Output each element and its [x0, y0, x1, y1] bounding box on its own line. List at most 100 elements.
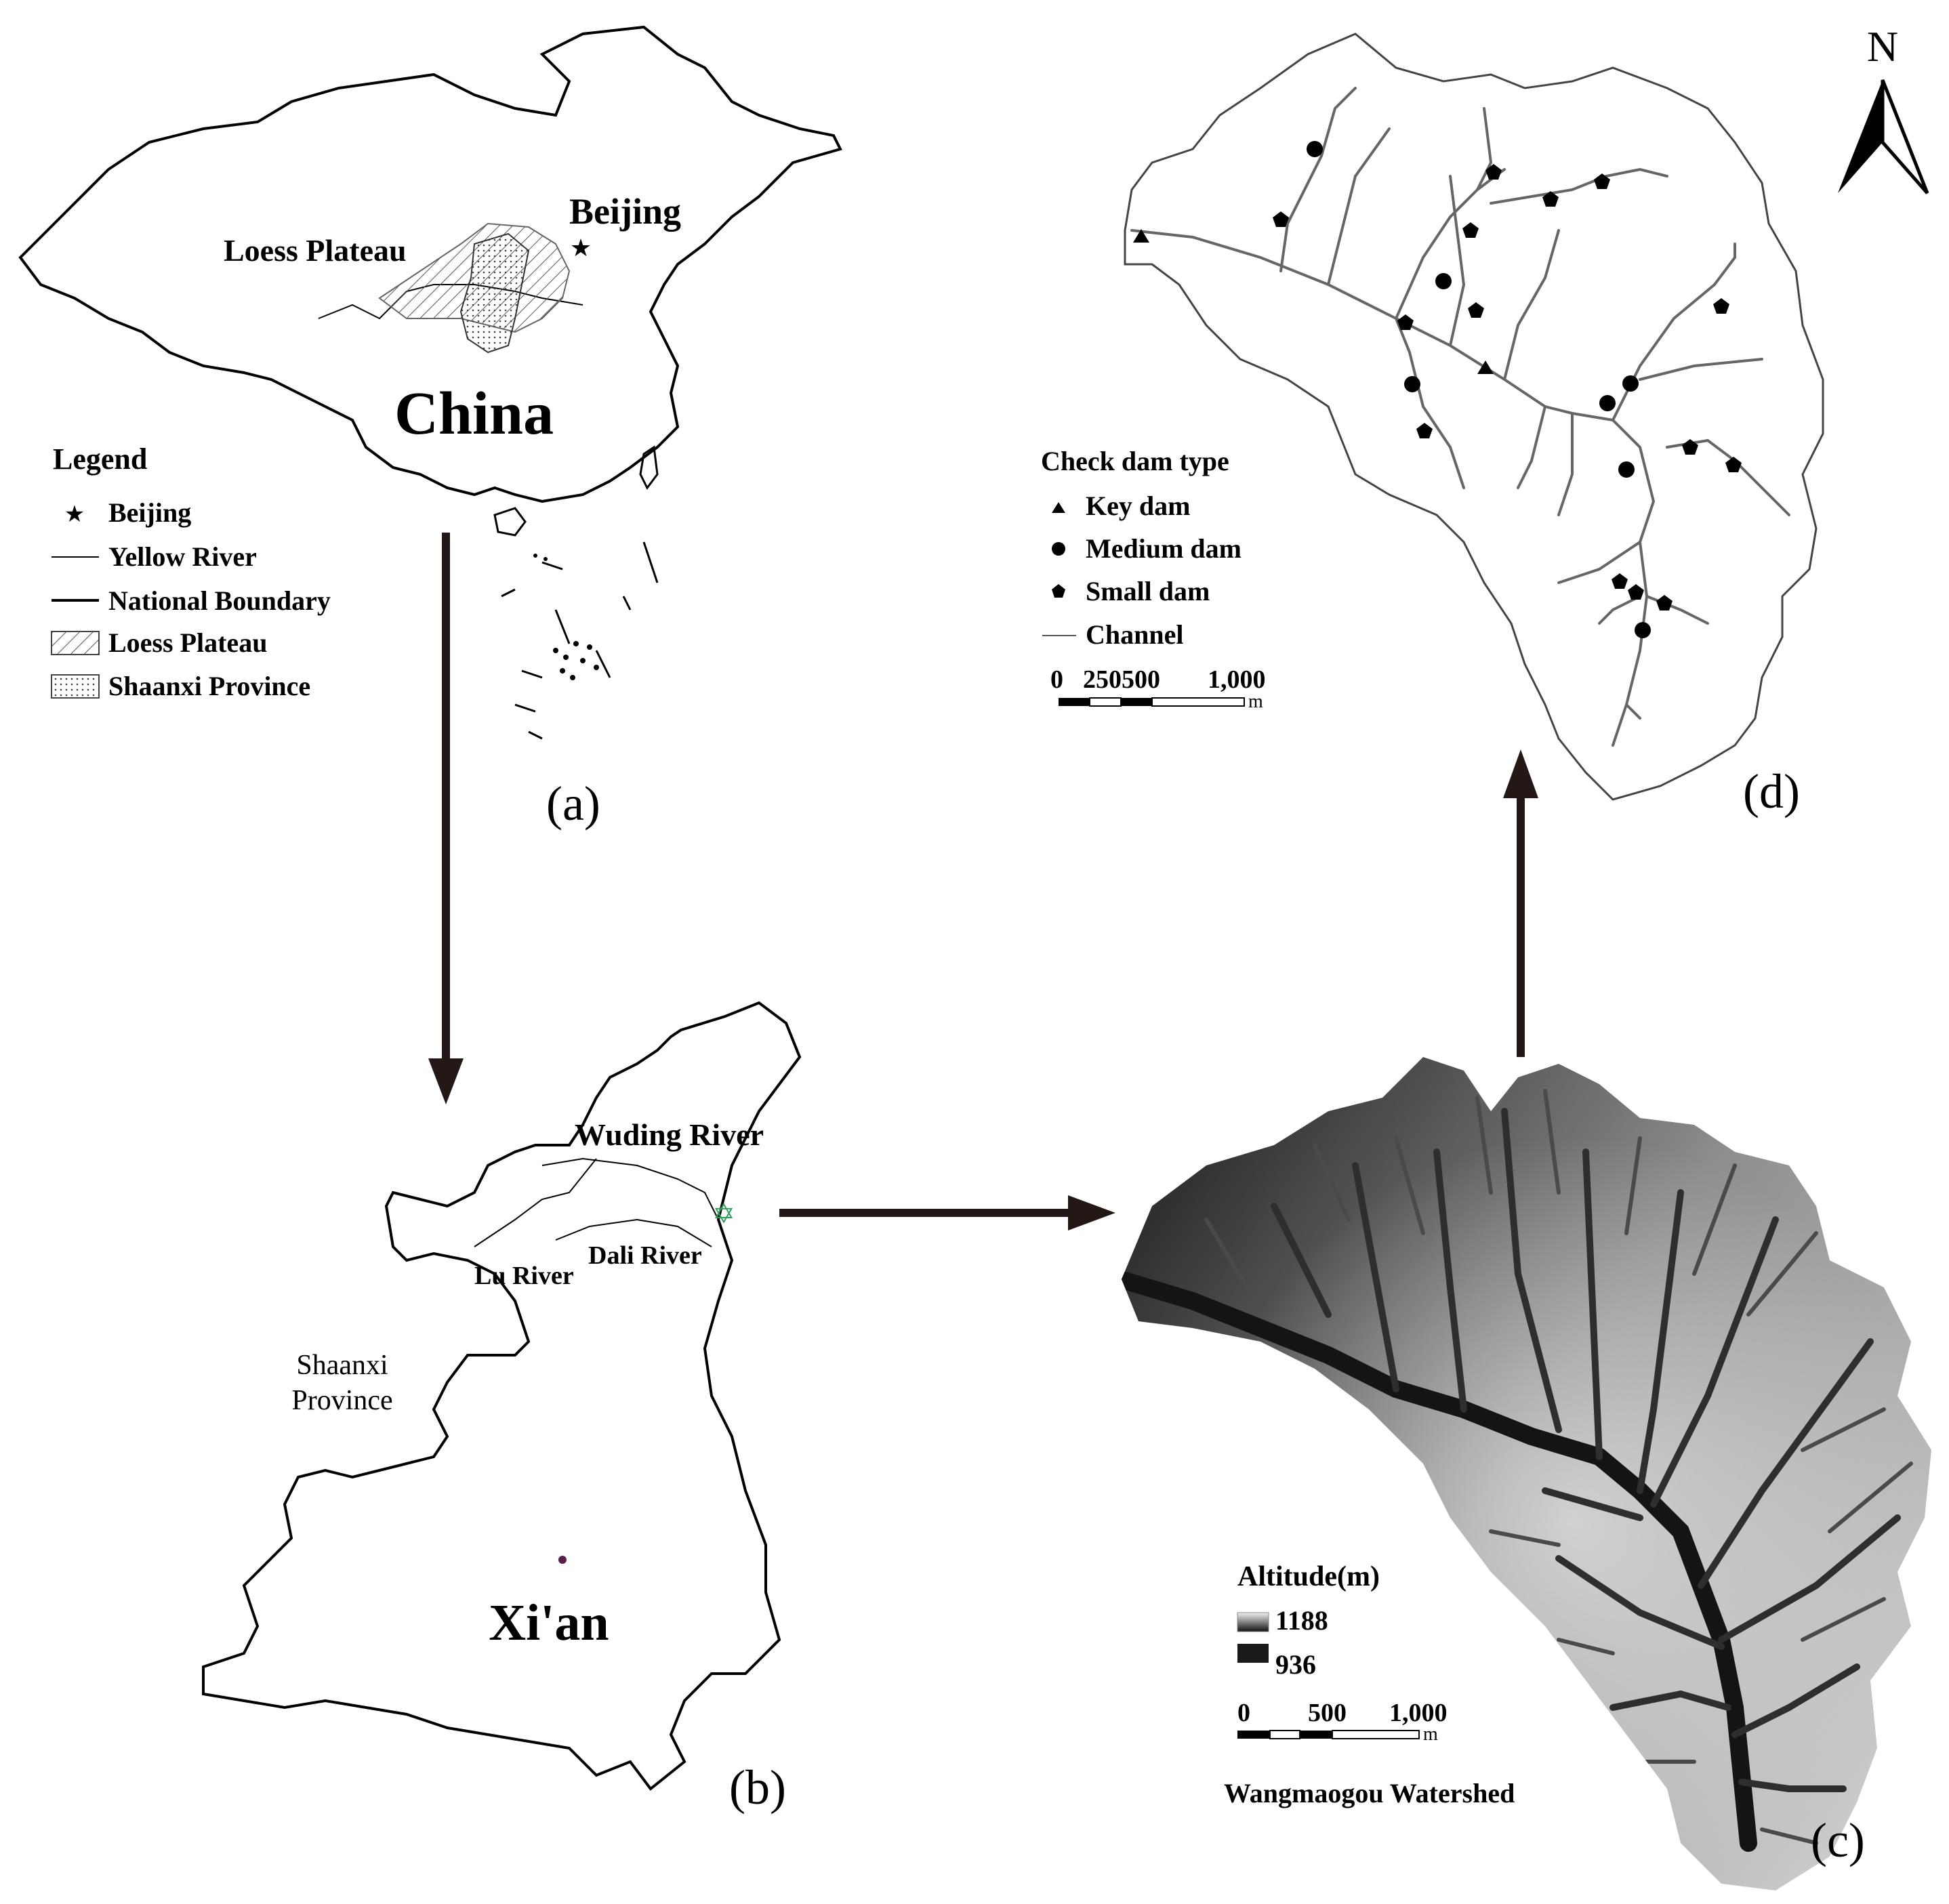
altitude-max-label: 1188	[1275, 1605, 1328, 1636]
study-site-star-icon: ✡	[712, 1199, 735, 1229]
scale-seg-4	[1151, 697, 1245, 707]
altitude-legend-title: Altitude(m)	[1237, 1561, 1380, 1592]
scale-tick-1000: 1,000	[1389, 1699, 1448, 1727]
check-dam-legend-title: Check dam type	[1041, 446, 1229, 476]
taiwan-island	[639, 445, 659, 490]
legend-item-beijing: Beijing	[108, 497, 191, 528]
north-label: N	[1867, 22, 1898, 70]
panel-d-legend: Check dam type Key dam Medium dam Small …	[1041, 446, 1242, 650]
panel-d-check-dam-map: Check dam type Key dam Medium dam Small …	[1041, 22, 1929, 819]
lu-river-line	[474, 1158, 597, 1247]
legend-title: Legend	[53, 442, 147, 476]
legend-small-dam: Small dam	[1086, 576, 1210, 606]
hatch-swatch-icon	[51, 631, 100, 655]
beijing-label: Beijing	[569, 191, 681, 232]
triangle-icon	[1133, 229, 1149, 243]
altitude-max-swatch	[1237, 1612, 1269, 1632]
province-label-line1: Shaanxi	[296, 1350, 388, 1381]
shaanxi-boundary	[202, 1001, 802, 1791]
scale-unit: m	[1248, 691, 1263, 712]
pentagon-icon	[1485, 164, 1502, 180]
scale-tick-1000: 1,000	[1208, 665, 1266, 694]
china-boundary	[18, 25, 842, 503]
loess-plateau-label: Loess Plateau	[224, 233, 407, 268]
south-sea-dots	[533, 554, 599, 680]
scale-tick-0: 0	[1237, 1699, 1250, 1727]
scale-tick-500: 500	[1308, 1699, 1347, 1727]
pentagon-icon	[1628, 584, 1644, 600]
medium-dam-markers	[1307, 141, 1651, 638]
legend-key-dam: Key dam	[1086, 491, 1190, 521]
panel-c-scale-bar: 0 500 1,000 m	[1237, 1699, 1448, 1745]
north-arrow-icon	[1838, 80, 1883, 193]
shaanxi-province-area	[459, 232, 530, 354]
circle-icon	[1618, 461, 1635, 478]
small-dam-markers	[1273, 164, 1742, 610]
panel-a-label: (a)	[546, 777, 600, 831]
beijing-star-marker: ★	[570, 234, 592, 262]
pentagon-icon	[1682, 439, 1698, 455]
pentagon-icon	[1713, 298, 1729, 314]
legend-channel: Channel	[1086, 619, 1184, 650]
hainan-island	[493, 507, 527, 537]
key-dam-markers	[1133, 229, 1494, 374]
arrow-a-to-b-head	[428, 1058, 464, 1104]
wuding-river-line	[541, 1157, 719, 1220]
pentagon-icon	[1612, 573, 1628, 589]
channel-network	[1130, 87, 1790, 747]
scale-seg-2	[1269, 1730, 1300, 1739]
lu-river-label: Lu River	[474, 1262, 574, 1290]
dali-river-line	[555, 1218, 712, 1247]
circle-icon	[1622, 375, 1639, 392]
scale-seg-2	[1089, 697, 1122, 707]
dali-river-label: Dali River	[588, 1241, 702, 1270]
watershed-name: Wangmaogou Watershed	[1224, 1778, 1515, 1808]
xian-label: Xi'an	[489, 1594, 609, 1651]
pentagon-icon	[1462, 222, 1479, 238]
watershed-boundary	[1124, 33, 1824, 801]
china-label: China	[394, 380, 554, 447]
legend-item-shaanxi-province: Shaanxi Province	[108, 671, 310, 701]
circle-icon	[1635, 622, 1651, 638]
dot-swatch-icon	[51, 674, 100, 699]
flow-arrows	[428, 533, 1538, 1230]
panel-a-legend: Legend ★ Beijing Yellow River National B…	[51, 442, 331, 701]
dem-tributaries	[1271, 1108, 1901, 1792]
panel-b-label: (b)	[729, 1760, 786, 1815]
dem-highlight	[1122, 1057, 1931, 1890]
wuding-river-label: Wuding River	[575, 1117, 764, 1152]
scale-tick-0: 0	[1050, 665, 1063, 694]
panel-a-china-map: ★ Loess Plateau Beijing China Legend ★ B…	[18, 25, 842, 831]
arrow-c-to-d-head	[1503, 749, 1538, 798]
south-china-sea-islands	[501, 541, 659, 740]
legend-item-loess-plateau: Loess Plateau	[108, 627, 267, 658]
arrow-b-to-c-head	[1068, 1195, 1115, 1230]
scale-seg-4	[1332, 1730, 1420, 1739]
legend-medium-dam: Medium dam	[1086, 533, 1242, 564]
circle-icon	[1052, 542, 1065, 556]
circle-icon	[1435, 273, 1452, 289]
circle-icon	[1404, 376, 1420, 392]
pentagon-icon	[1416, 423, 1433, 438]
pentagon-icon	[1052, 584, 1065, 598]
pentagon-icon	[1542, 191, 1559, 207]
panel-d-label: (d)	[1743, 764, 1800, 819]
scale-seg-3	[1121, 698, 1152, 706]
panel-b-shaanxi-map: Wuding River Dali River Lu River ✡ Shaan…	[202, 1001, 802, 1815]
pentagon-icon	[1725, 457, 1742, 472]
north-arrow: N	[1838, 22, 1929, 194]
pentagon-icon	[1273, 211, 1289, 227]
scale-unit: m	[1423, 1724, 1438, 1745]
legend-item-yellow-river: Yellow River	[108, 541, 257, 572]
circle-icon	[1599, 395, 1616, 411]
panel-d-scale-bar: 0 250500 1,000 m	[1050, 665, 1266, 712]
dem-minor-gullies	[1204, 1089, 1913, 1845]
scale-seg-1	[1237, 1731, 1270, 1739]
scale-seg-3	[1300, 1731, 1332, 1739]
province-label-line2: Province	[291, 1385, 392, 1416]
xian-city-dot	[558, 1556, 567, 1564]
pentagon-icon	[1656, 595, 1673, 610]
legend-item-national-boundary: National Boundary	[108, 585, 331, 616]
pentagon-icon	[1468, 302, 1484, 318]
